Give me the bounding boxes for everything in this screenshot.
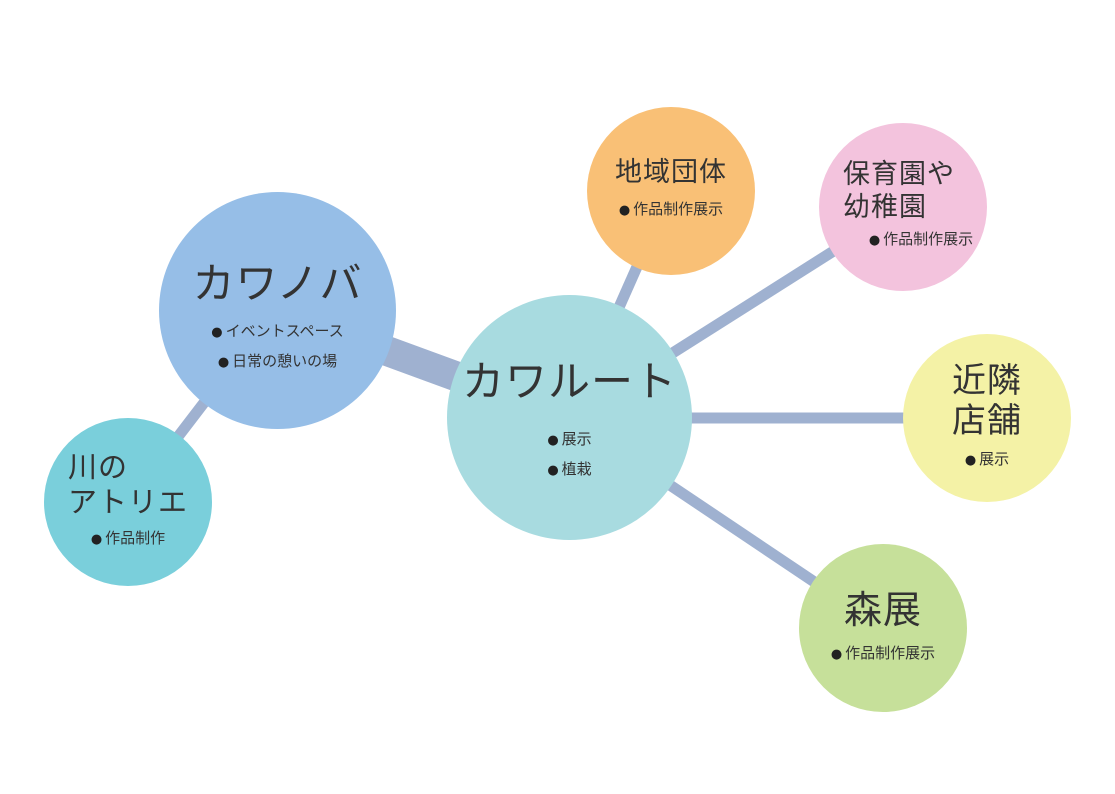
node-title: 川の アトリエ bbox=[67, 449, 188, 519]
node-item: 作品制作展示 bbox=[619, 195, 723, 225]
node-items: 展示 bbox=[965, 445, 1009, 475]
node-chiiki: 地域団体 作品制作展示 bbox=[587, 107, 755, 275]
node-kawanoba: カワノバ イベントスペース 日常の憩いの場 bbox=[159, 192, 396, 429]
node-item: 作品制作展示 bbox=[831, 639, 935, 669]
node-title: 森展 bbox=[843, 587, 922, 632]
node-title: 近隣 店舗 bbox=[952, 360, 1022, 441]
node-items: イベントスペース 日常の憩いの場 bbox=[211, 317, 344, 377]
node-item: 展示 bbox=[547, 425, 592, 455]
node-item: イベントスペース bbox=[211, 317, 344, 347]
node-title: 保育園や 幼稚園 bbox=[843, 159, 955, 223]
node-moriten: 森展 作品制作展示 bbox=[799, 544, 967, 712]
node-hoikuen: 保育園や 幼稚園 作品制作展示 bbox=[819, 123, 987, 291]
node-items: 作品制作 bbox=[91, 524, 165, 554]
node-item: 作品制作 bbox=[91, 524, 165, 554]
node-items: 作品制作展示 bbox=[619, 195, 723, 225]
node-kawaroute: カワルート 展示 植栽 bbox=[447, 295, 692, 540]
node-item: 作品制作展示 bbox=[869, 225, 973, 255]
node-title: カワノバ bbox=[192, 258, 363, 308]
node-kawaatelier: 川の アトリエ 作品制作 bbox=[44, 418, 212, 586]
node-items: 展示 植栽 bbox=[547, 425, 592, 485]
node-kinrin: 近隣 店舗 展示 bbox=[903, 334, 1071, 502]
node-title: カワルート bbox=[461, 356, 677, 406]
node-item: 日常の憩いの場 bbox=[218, 347, 337, 377]
node-title: 地域団体 bbox=[615, 156, 727, 188]
node-items: 作品制作展示 bbox=[831, 639, 935, 669]
node-items: 作品制作展示 bbox=[869, 225, 973, 255]
node-item: 植栽 bbox=[547, 455, 592, 485]
node-item: 展示 bbox=[965, 445, 1009, 475]
